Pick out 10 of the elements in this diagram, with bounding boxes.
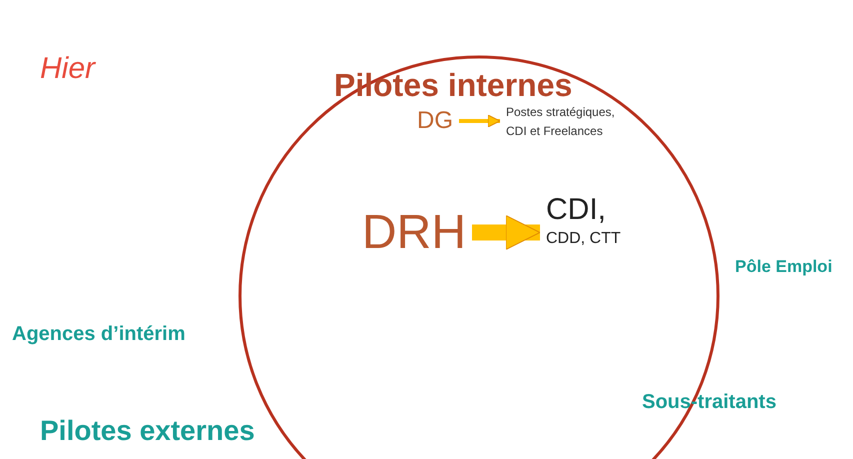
external-label: Pôle Emploi <box>735 257 832 277</box>
arrow <box>472 215 540 250</box>
node-label: DRH <box>362 205 466 260</box>
period-label: Hier <box>40 52 96 86</box>
node-label: Postes stratégiques, CDI et Freelances <box>506 103 622 142</box>
arrow <box>459 114 500 128</box>
external-label: Agences d’intérim <box>12 323 186 346</box>
node-label: DG <box>417 107 453 135</box>
node-label: CDI, CDD, CTT <box>546 190 638 250</box>
section-heading: Pilotes externes <box>40 415 255 447</box>
